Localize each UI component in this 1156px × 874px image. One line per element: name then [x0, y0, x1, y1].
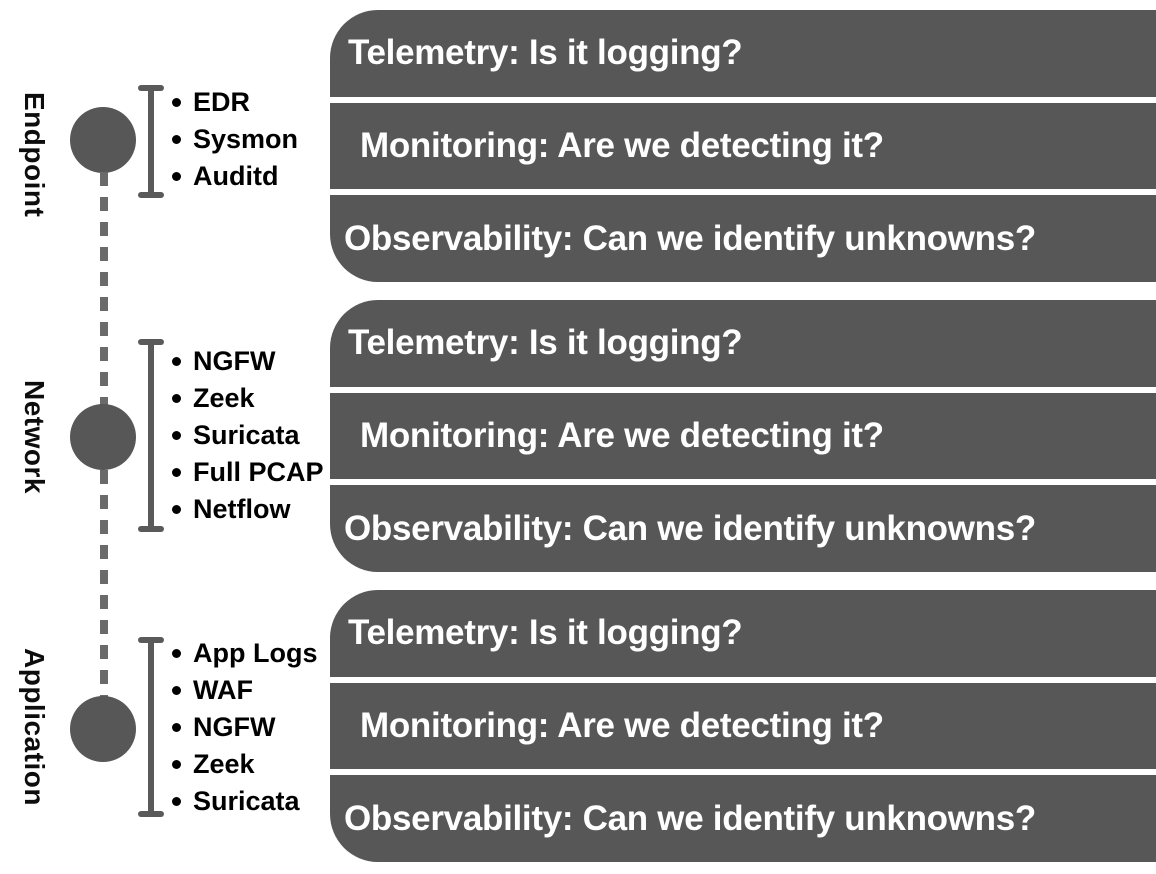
endpoint-bracket — [138, 85, 164, 198]
bullet-icon — [172, 98, 181, 107]
bullet-icon — [172, 797, 181, 806]
bracket-stem — [148, 637, 154, 817]
network-node-circle — [70, 404, 136, 470]
bracket-cap-bottom — [138, 192, 164, 198]
endpoint-node-circle — [70, 107, 136, 173]
tool-item-label: Suricata — [193, 786, 300, 816]
bullet-icon — [172, 760, 181, 769]
tool-item-label: App Logs — [193, 638, 318, 668]
network-telemetry-bar: Telemetry: Is it logging? — [330, 300, 1156, 387]
tool-item: Sysmon — [172, 121, 298, 158]
endpoint-tool-list: EDR Sysmon Auditd — [172, 84, 298, 195]
layer-label-endpoint: Endpoint — [19, 92, 50, 218]
endpoint-question-group: Telemetry: Is it logging? Monitoring: Ar… — [330, 10, 1156, 282]
tool-item-label: Zeek — [193, 383, 255, 413]
question-text: Telemetry: Is it logging? — [348, 323, 743, 363]
endpoint-telemetry-bar: Telemetry: Is it logging? — [330, 10, 1156, 97]
bullet-icon — [172, 468, 181, 477]
layer-label-application: Application — [19, 648, 50, 806]
connector-endpoint-network — [100, 172, 108, 405]
bullet-icon — [172, 723, 181, 732]
tool-item-label: Sysmon — [193, 124, 299, 154]
tool-item: Netflow — [172, 491, 324, 528]
tool-item: Suricata — [172, 783, 317, 820]
tool-item-label: Auditd — [193, 161, 279, 191]
bullet-icon — [172, 431, 181, 440]
connector-network-application — [100, 470, 108, 697]
tool-item: Full PCAP — [172, 454, 324, 491]
question-text: Monitoring: Are we detecting it? — [360, 416, 884, 455]
tool-item-label: Netflow — [193, 494, 291, 524]
application-telemetry-bar: Telemetry: Is it logging? — [330, 590, 1156, 677]
bracket-stem — [148, 85, 154, 198]
question-text: Telemetry: Is it logging? — [348, 33, 743, 73]
tool-item: Zeek — [172, 380, 324, 417]
application-node-circle — [70, 696, 136, 762]
bullet-icon — [172, 135, 181, 144]
tool-item-label: NGFW — [193, 712, 276, 742]
question-text: Monitoring: Are we detecting it? — [360, 706, 884, 745]
network-monitoring-bar: Monitoring: Are we detecting it? — [330, 392, 1156, 480]
tool-item: WAF — [172, 672, 317, 709]
tool-item-label: Zeek — [193, 749, 255, 779]
application-tool-list: App Logs WAF NGFW Zeek Suricata — [172, 635, 317, 820]
tool-item: EDR — [172, 84, 298, 121]
tool-item-label: NGFW — [193, 346, 276, 376]
endpoint-monitoring-bar: Monitoring: Are we detecting it? — [330, 102, 1156, 190]
question-text: Observability: Can we identify unknowns? — [344, 798, 1036, 838]
question-text: Observability: Can we identify unknowns? — [344, 218, 1036, 258]
network-observability-bar: Observability: Can we identify unknowns? — [330, 485, 1156, 572]
endpoint-observability-bar: Observability: Can we identify unknowns? — [330, 195, 1156, 282]
tool-item-label: Suricata — [193, 420, 300, 450]
application-question-group: Telemetry: Is it logging? Monitoring: Ar… — [330, 590, 1156, 862]
tool-item-label: Full PCAP — [193, 457, 324, 487]
question-text: Monitoring: Are we detecting it? — [360, 126, 884, 165]
question-text: Telemetry: Is it logging? — [348, 613, 743, 653]
tool-item-label: EDR — [193, 87, 251, 117]
question-text: Observability: Can we identify unknowns? — [344, 508, 1036, 548]
application-bracket — [138, 637, 164, 817]
network-tool-list: NGFW Zeek Suricata Full PCAP Netflow — [172, 343, 324, 528]
bullet-icon — [172, 357, 181, 366]
bullet-icon — [172, 394, 181, 403]
bracket-cap-bottom — [138, 811, 164, 817]
bullet-icon — [172, 505, 181, 514]
tool-item: Suricata — [172, 417, 324, 454]
tool-item: Zeek — [172, 746, 317, 783]
bullet-icon — [172, 649, 181, 658]
application-monitoring-bar: Monitoring: Are we detecting it? — [330, 682, 1156, 770]
network-question-group: Telemetry: Is it logging? Monitoring: Ar… — [330, 300, 1156, 572]
bullet-icon — [172, 172, 181, 181]
tool-item: NGFW — [172, 709, 317, 746]
tool-item-label: WAF — [193, 675, 253, 705]
tool-item: NGFW — [172, 343, 324, 380]
layer-label-network: Network — [19, 380, 50, 494]
network-bracket — [138, 339, 164, 532]
tool-item: Auditd — [172, 158, 298, 195]
bullet-icon — [172, 686, 181, 695]
bracket-cap-bottom — [138, 526, 164, 532]
application-observability-bar: Observability: Can we identify unknowns? — [330, 775, 1156, 862]
tool-item: App Logs — [172, 635, 317, 672]
bracket-stem — [148, 339, 154, 532]
